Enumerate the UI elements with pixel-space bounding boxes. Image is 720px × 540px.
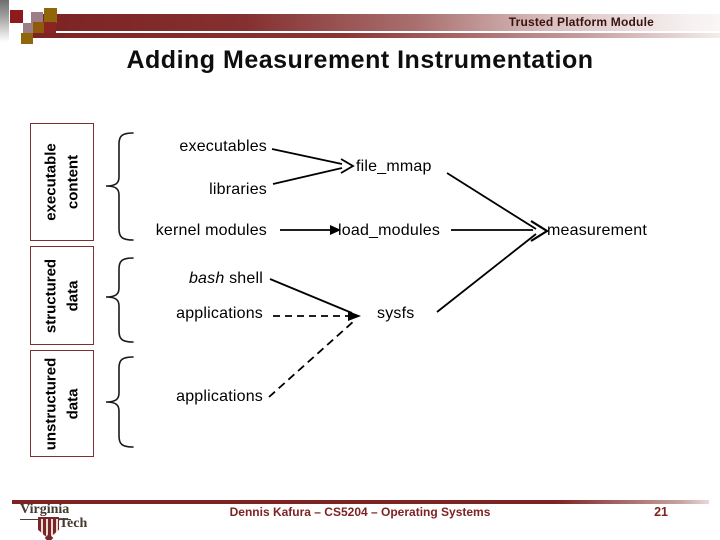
node-file-mmap: file_mmap [356,158,432,175]
category-box-structured-data: structured data [30,246,94,345]
shell-regular: shell [224,270,263,287]
node-libraries: libraries [209,181,267,198]
category-line: data [64,388,81,419]
edge-file-mmap-measurement [446,172,537,230]
category-label: unstructured data [40,351,84,456]
header-thin-bar [33,33,720,38]
node-applications-bottom: applications [176,388,263,405]
category-box-unstructured-data: unstructured data [30,350,94,457]
category-line: content [64,154,81,210]
edge-sysfs-measurement [436,233,537,313]
decor-square-brown [33,22,44,33]
decor-square-gold-2 [21,33,33,44]
footer-credit: Dennis Kafura – CS5204 – Operating Syste… [229,505,491,519]
node-executables: executables [179,138,267,155]
bash-italic: bash [188,270,225,287]
virginia-tech-logo-bottom: Tech [59,516,88,531]
node-sysfs: sysfs [377,305,415,322]
arrowhead-file-mmap [340,158,355,174]
footer-bar [12,500,709,504]
category-label: structured data [40,247,84,344]
header-badge: Trusted Platform Module [508,15,654,29]
edge-libraries-file-mmap [272,167,343,185]
edge-applications2-sysfs [268,320,355,398]
edge-executables-file-mmap [271,148,343,165]
brace-unstructured-data [105,356,134,448]
arrowhead-measurement [530,220,550,242]
decor-square-red-2 [44,22,56,33]
category-label: executable content [40,124,84,240]
decor-square-red [10,10,23,23]
node-measurement: measurement [547,222,648,239]
virginia-tech-shield-icon [38,517,59,539]
category-line: data [64,280,81,311]
category-box-executable-content: executable content [30,123,94,241]
header-vertical-strip [0,0,9,42]
page-title: Adding Measurement Instrumentation [126,46,594,74]
brace-structured-data [105,257,134,343]
page-number: 21 [654,505,668,519]
edge-bash-sysfs [269,278,353,314]
decor-square-mauve-2 [23,23,33,33]
decor-square-mauve [31,12,43,24]
node-applications-top: applications [176,305,263,322]
header-gradient-bar [43,14,720,31]
node-kernel-modules: kernel modules [155,222,267,239]
category-line: structured [42,258,60,333]
brace-executable-content [105,132,134,241]
node-load-modules: load_modules [338,222,441,239]
node-bash-shell: bash shell [189,271,263,287]
category-line: executable [42,143,60,221]
decor-square-gold [44,8,57,23]
category-line: unstructured [42,357,60,450]
arrowhead-sysfs [348,311,361,321]
